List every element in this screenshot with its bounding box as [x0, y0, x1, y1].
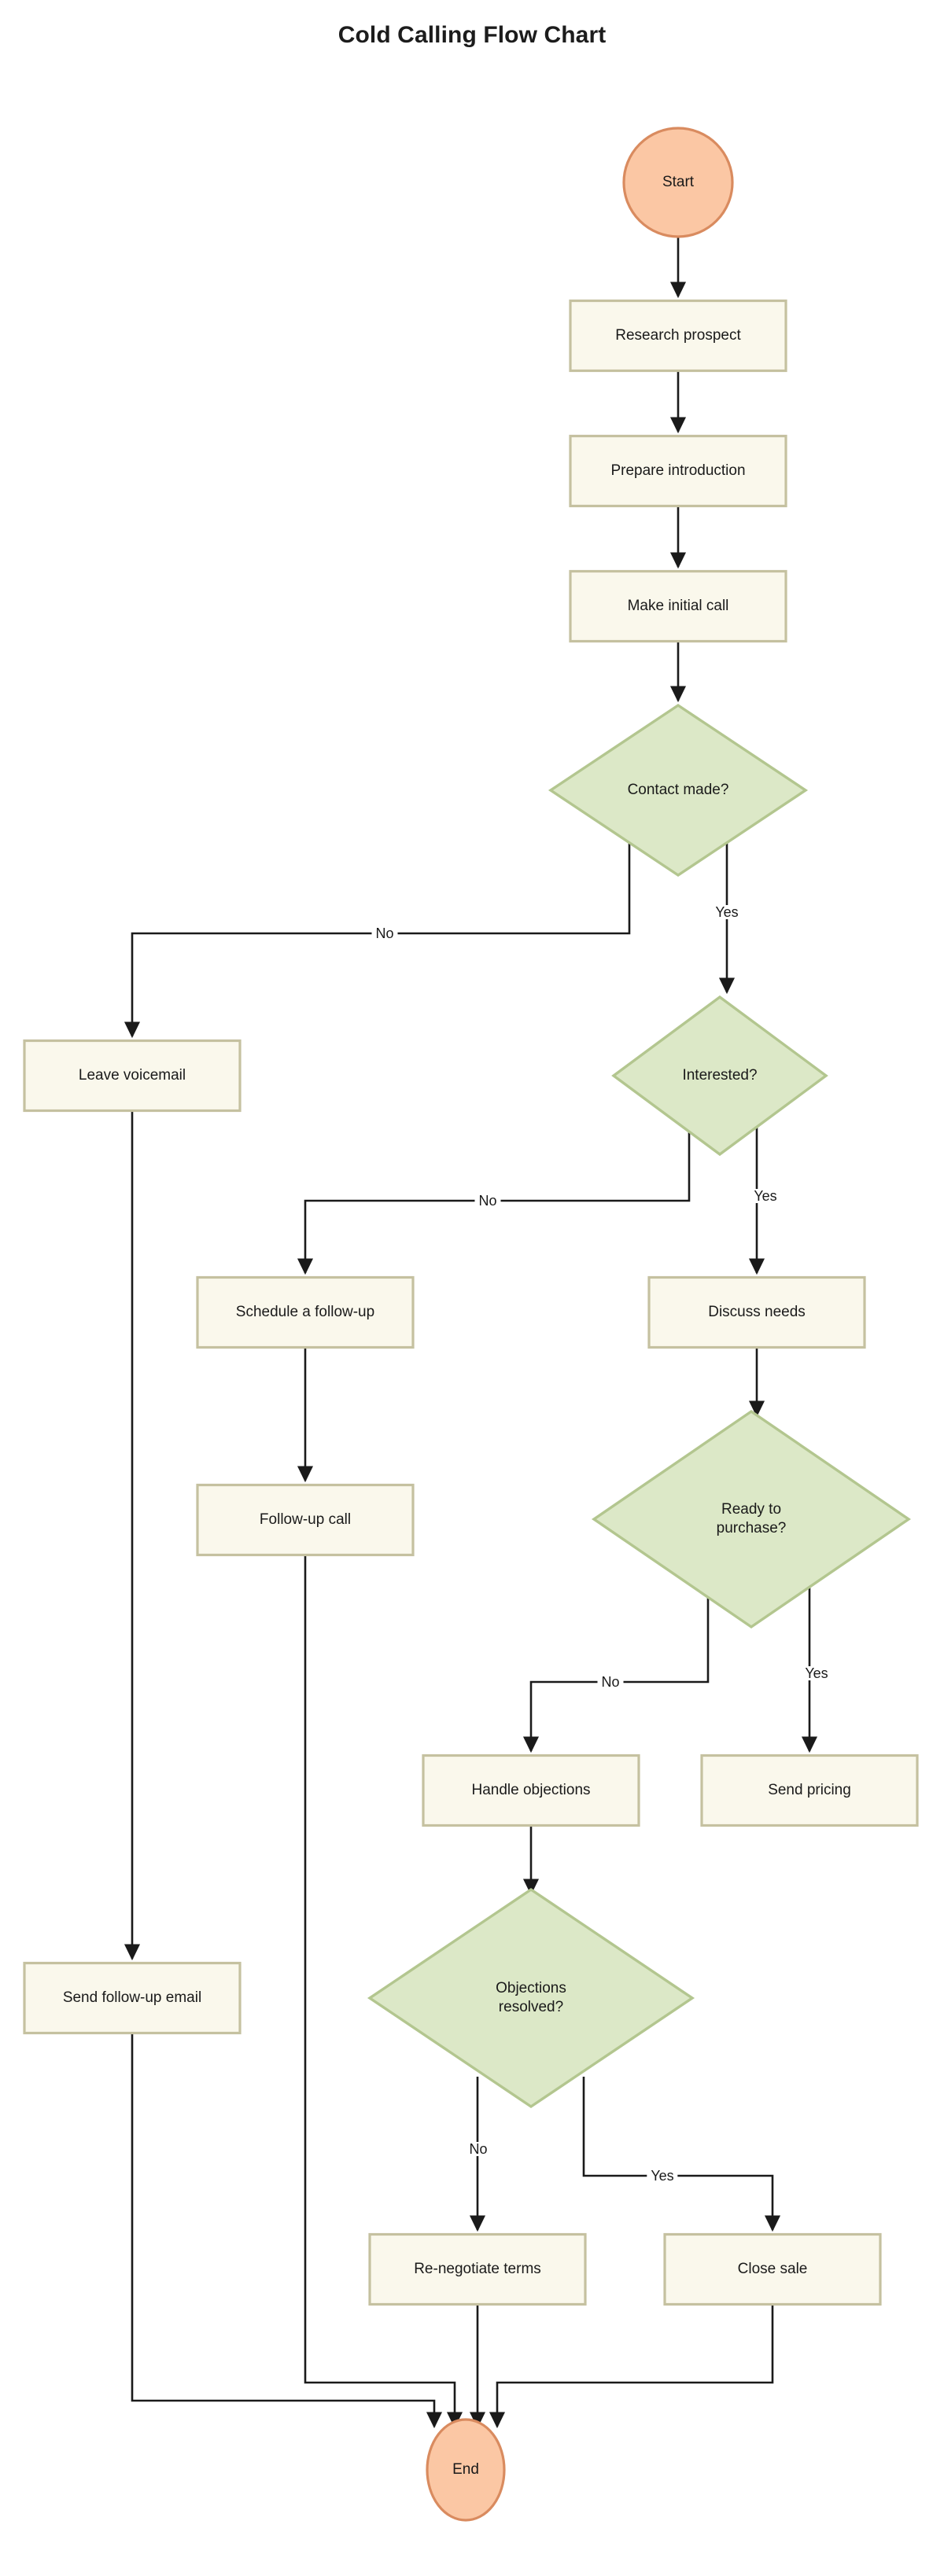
edge-label-contact_made-to-voicemail: No [371, 926, 398, 940]
node-start[interactable] [624, 128, 732, 237]
node-shape-contact_made[interactable] [548, 703, 809, 878]
node-shape-send_email[interactable] [23, 1961, 242, 2035]
edge-label-interested-to-discuss: Yes [750, 1189, 781, 1203]
node-research[interactable] [570, 301, 786, 371]
node-shape-send_pricing[interactable] [700, 1754, 919, 1827]
node-shape-start[interactable] [622, 127, 734, 238]
node-voicemail[interactable] [24, 1041, 240, 1111]
node-send_pricing[interactable] [702, 1756, 917, 1826]
edge-closesale-end [489, 2305, 774, 2429]
node-shape-research[interactable] [569, 299, 787, 373]
node-shape-handle_obj[interactable] [422, 1754, 640, 1827]
edge-label-obj_resolved-to-close_sale: Yes [647, 2169, 678, 2183]
edge-followupcall-end [304, 1555, 463, 2429]
node-initial_call[interactable] [570, 572, 786, 642]
node-shape-interested[interactable] [611, 995, 828, 1157]
node-interested[interactable] [614, 997, 826, 1154]
node-shape-prepare[interactable] [569, 434, 787, 508]
nodes-group [23, 127, 919, 2522]
edge-objresolved-closesale [582, 2077, 781, 2232]
node-shape-discuss[interactable] [647, 1275, 866, 1349]
node-renegotiate[interactable] [370, 2235, 585, 2305]
node-prepare[interactable] [570, 436, 786, 506]
node-close_sale[interactable] [665, 2235, 880, 2305]
node-contact_made[interactable] [551, 705, 806, 875]
node-shape-ready[interactable] [591, 1409, 912, 1629]
node-followup_call[interactable] [197, 1485, 413, 1555]
node-obj_resolved[interactable] [370, 1890, 692, 2107]
node-send_email[interactable] [24, 1963, 240, 2033]
node-shape-obj_resolved[interactable] [367, 1887, 695, 2109]
node-discuss[interactable] [649, 1278, 865, 1348]
edge-sendemail-end [131, 2033, 443, 2429]
node-ready[interactable] [594, 1411, 909, 1627]
edge-label-obj_resolved-to-renegotiate: No [465, 2142, 492, 2156]
node-handle_obj[interactable] [423, 1756, 639, 1826]
node-shape-renegotiate[interactable] [368, 2232, 587, 2306]
node-shape-initial_call[interactable] [569, 569, 787, 643]
edge-label-ready-to-send_pricing: Yes [801, 1666, 832, 1680]
node-shape-end[interactable] [426, 2418, 506, 2522]
page-title: Cold Calling Flow Chart [337, 22, 607, 48]
edge-label-contact_made-to-interested: Yes [711, 905, 743, 919]
node-end[interactable] [427, 2420, 504, 2520]
node-schedule[interactable] [197, 1278, 413, 1348]
node-shape-schedule[interactable] [196, 1275, 415, 1349]
node-shape-voicemail[interactable] [23, 1039, 242, 1113]
node-shape-close_sale[interactable] [663, 2232, 882, 2306]
edge-label-interested-to-schedule: No [474, 1194, 501, 1208]
node-shape-followup_call[interactable] [196, 1483, 415, 1557]
edge-label-ready-to-handle_obj: No [597, 1675, 624, 1689]
